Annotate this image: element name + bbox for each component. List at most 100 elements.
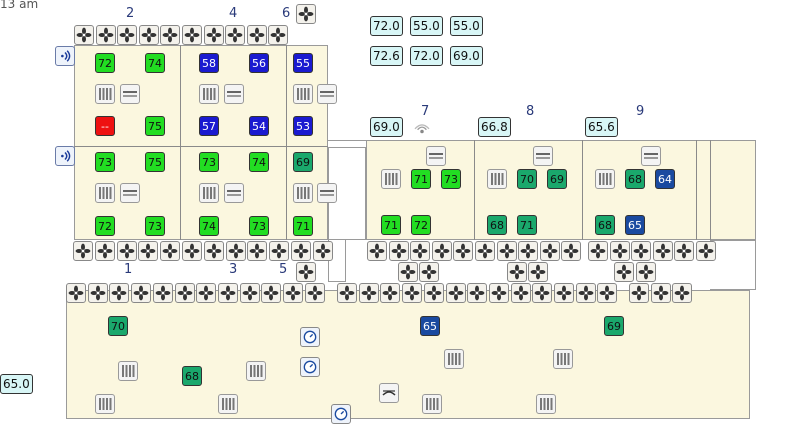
readout[interactable]: 55.0 (450, 16, 483, 36)
fan-icon[interactable] (554, 283, 574, 303)
sensor-tile[interactable]: 73 (441, 169, 461, 189)
fan-icon[interactable] (380, 283, 401, 303)
fan-icon[interactable] (116, 241, 137, 261)
sensor-tile[interactable]: 73 (199, 152, 219, 172)
fan-icon[interactable] (196, 283, 217, 303)
fan-icon[interactable] (367, 241, 387, 261)
vent-icon[interactable] (426, 146, 446, 166)
radiator-icon[interactable] (293, 183, 313, 203)
radiator-icon[interactable] (199, 84, 219, 104)
radiator-icon[interactable] (246, 361, 266, 381)
fan-icon[interactable] (117, 25, 138, 45)
sensor-tile[interactable]: 74 (249, 152, 269, 172)
sensor-tile[interactable]: 53 (293, 116, 313, 136)
fan-icon[interactable] (138, 25, 159, 45)
wifi-icon[interactable] (55, 46, 75, 66)
fan-icon[interactable] (358, 283, 379, 303)
fan-icon[interactable] (674, 241, 695, 261)
fan-icon[interactable] (225, 25, 246, 45)
readout[interactable]: 69.0 (450, 46, 483, 66)
fan-icon[interactable] (261, 283, 282, 303)
sensor-tile[interactable]: 73 (95, 152, 115, 172)
sensor-tile[interactable]: 75 (145, 116, 165, 136)
radiator-icon[interactable] (95, 84, 115, 104)
fan-icon[interactable] (636, 262, 656, 282)
sensor-tile[interactable]: 74 (145, 53, 165, 73)
damper-icon[interactable] (379, 383, 399, 403)
sensor-tile[interactable]: 64 (655, 169, 675, 189)
fan-icon[interactable] (398, 262, 418, 282)
radiator-icon[interactable] (536, 394, 556, 414)
fan-icon[interactable] (203, 25, 224, 45)
fan-icon[interactable] (291, 241, 311, 261)
radiator-icon[interactable] (199, 183, 219, 203)
readout[interactable]: 65.0 (0, 374, 33, 394)
fan-icon[interactable] (66, 283, 86, 303)
sensor-tile[interactable]: 55 (293, 53, 313, 73)
fan-icon[interactable] (402, 283, 423, 303)
fan-icon[interactable] (597, 283, 618, 303)
sensor-tile[interactable]: 72 (95, 216, 115, 236)
fan-icon[interactable] (510, 283, 531, 303)
sensor-tile[interactable]: 71 (381, 215, 401, 235)
sensor-tile[interactable]: 71 (517, 215, 537, 235)
fan-icon[interactable] (419, 262, 439, 282)
fan-icon[interactable] (445, 283, 466, 303)
vent-icon[interactable] (641, 146, 661, 166)
readout[interactable]: 69.0 (370, 117, 403, 137)
radiator-icon[interactable] (95, 183, 115, 203)
sensor-tile[interactable]: 70 (517, 169, 537, 189)
vent-icon[interactable] (224, 84, 244, 104)
sensor-tile[interactable]: 75 (145, 152, 165, 172)
fan-icon[interactable] (588, 241, 608, 261)
vent-icon[interactable] (317, 183, 337, 203)
radiator-icon[interactable] (553, 349, 573, 369)
fan-icon[interactable] (217, 283, 238, 303)
fan-icon[interactable] (575, 283, 596, 303)
fan-icon[interactable] (87, 283, 108, 303)
fan-icon[interactable] (138, 241, 159, 261)
fan-icon[interactable] (672, 283, 693, 303)
wifi-icon[interactable] (55, 146, 75, 166)
sensor-tile[interactable]: 70 (108, 316, 128, 336)
vent-icon[interactable] (317, 84, 337, 104)
sensor-tile[interactable]: 68 (182, 366, 202, 386)
fan-icon[interactable] (696, 241, 716, 261)
fan-icon[interactable] (283, 283, 303, 303)
sensor-tile[interactable]: 58 (199, 53, 219, 73)
sensor-tile[interactable]: 71 (411, 169, 431, 189)
fan-icon[interactable] (109, 283, 130, 303)
fan-icon[interactable] (507, 262, 527, 282)
sensor-tile[interactable]: 69 (293, 152, 313, 172)
fan-icon[interactable] (239, 283, 260, 303)
sensor-tile[interactable]: 72 (411, 215, 431, 235)
fan-icon[interactable] (609, 241, 630, 261)
fan-icon[interactable] (561, 241, 582, 261)
fan-icon[interactable] (496, 241, 517, 261)
fan-icon[interactable] (160, 25, 181, 45)
fan-icon[interactable] (131, 283, 152, 303)
radiator-icon[interactable] (118, 361, 138, 381)
fan-icon[interactable] (518, 241, 539, 261)
fan-icon[interactable] (304, 283, 325, 303)
radiator-icon[interactable] (218, 394, 238, 414)
fan-icon[interactable] (203, 241, 224, 261)
fan-icon[interactable] (488, 283, 509, 303)
sound-icon[interactable] (412, 119, 432, 137)
vent-icon[interactable] (120, 183, 140, 203)
fan-icon[interactable] (174, 283, 195, 303)
fan-icon[interactable] (246, 25, 267, 45)
fan-icon[interactable] (268, 25, 289, 45)
sensor-tile[interactable]: 69 (547, 169, 567, 189)
fan-icon[interactable] (652, 241, 673, 261)
fan-icon[interactable] (269, 241, 290, 261)
fan-icon[interactable] (152, 283, 173, 303)
fan-icon[interactable] (73, 241, 93, 261)
radiator-icon[interactable] (95, 394, 115, 414)
fan-icon[interactable] (631, 241, 652, 261)
sensor-tile[interactable]: 73 (249, 216, 269, 236)
vent-icon[interactable] (120, 84, 140, 104)
fan-icon[interactable] (475, 241, 495, 261)
radiator-icon[interactable] (444, 349, 464, 369)
fan-icon[interactable] (453, 241, 474, 261)
